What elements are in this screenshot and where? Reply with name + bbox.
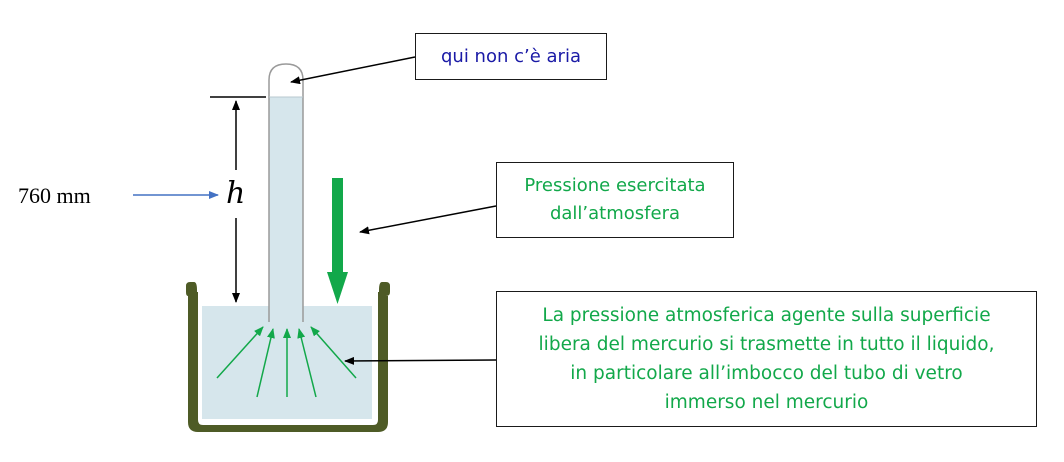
glass-tube — [268, 63, 304, 322]
mercury-text-line3: in particolare all’imbocco del tubo di v… — [570, 363, 963, 384]
pointer-arrows — [290, 56, 497, 365]
atm-text-line1: Pressione esercitata — [524, 175, 706, 196]
mercury-text-line4: immerso nel mercurio — [664, 392, 869, 413]
mercury-text-line1: La pressione atmosferica agente sulla su… — [542, 305, 991, 326]
tube-outline — [268, 63, 304, 322]
atmospheric-pressure-callout: Pressione esercitata dall’atmosfera — [496, 162, 734, 238]
pressure-radial-arrows — [216, 326, 357, 398]
tube-mercury-column — [269, 97, 303, 322]
downward-pressure-arrow — [327, 178, 348, 304]
atm-text-line2: dall’atmosfera — [549, 203, 681, 224]
no-air-callout: qui non c’è aria — [415, 33, 607, 80]
no-air-text: qui non c’è aria — [441, 46, 581, 67]
height-dimension — [210, 96, 266, 303]
height-symbol: h — [224, 176, 248, 212]
height-value-label: 760 mm — [18, 183, 91, 208]
mercury-transmission-callout: La pressione atmosferica agente sulla su… — [496, 291, 1037, 427]
mercury-text-line2: libera del mercurio si trasmette in tutt… — [538, 334, 995, 355]
